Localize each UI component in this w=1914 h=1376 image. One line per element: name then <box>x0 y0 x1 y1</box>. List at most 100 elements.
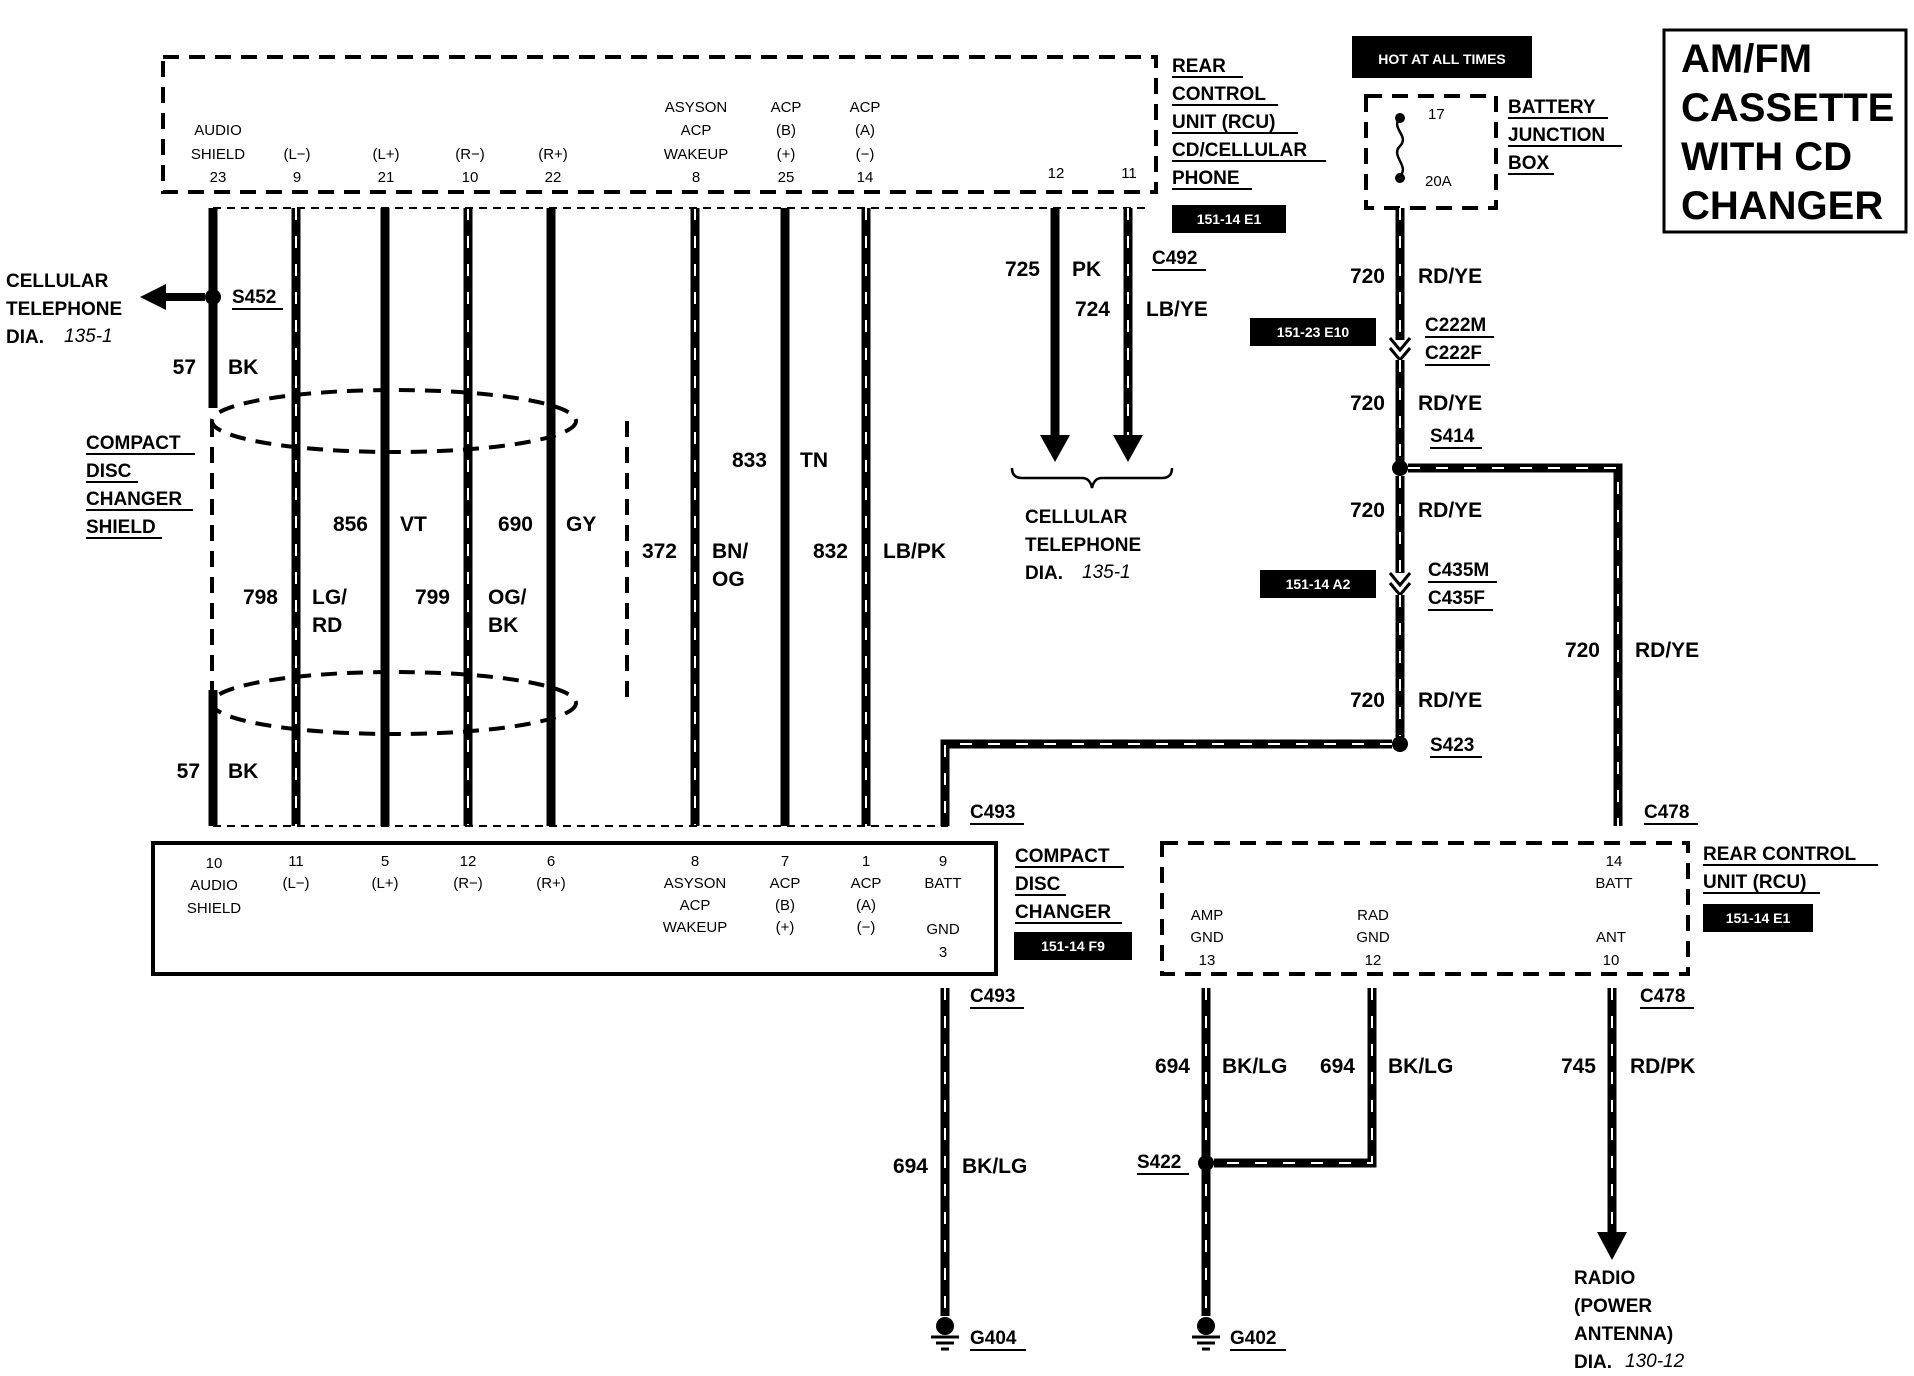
radio-line-4: DIA. <box>1574 1352 1612 1373</box>
hot-label: HOT AT ALL TIMES <box>1378 51 1506 67</box>
arrow-724-icon <box>1113 435 1143 462</box>
cdc-pin9-label: BATT <box>924 875 961 892</box>
w720a-circuit: 720 <box>1350 265 1385 288</box>
cdc-ref: 151-14 F9 <box>1041 938 1105 954</box>
battery-junction-box: HOT AT ALL TIMES 17 20A BATTERY JUNCTION… <box>1352 36 1622 210</box>
s423-label: S423 <box>1430 735 1474 756</box>
w856-color: VT <box>400 513 427 536</box>
cellular-bottom-line-3: DIA. <box>1025 563 1063 584</box>
w725-color: PK <box>1072 258 1101 281</box>
rcu-bottom-pin14-num: 14 <box>1606 853 1623 870</box>
rcu-bottom-module: REAR CONTROL UNIT (RCU) 151-14 E1 AMP GN… <box>1160 841 1878 976</box>
w725-circuit: 725 <box>1005 258 1040 281</box>
w57b-circuit: 57 <box>177 760 200 783</box>
shield-top-ellipse <box>210 388 578 454</box>
c435f-label: C435F <box>1428 588 1485 609</box>
w832-color: LB/PK <box>883 540 946 563</box>
rcu-top-pin9-label: (L−) <box>283 146 310 163</box>
cdc-pin11-label: (L−) <box>282 875 309 892</box>
cdc-pin11-num: 11 <box>288 853 304 870</box>
shield-label-3: CHANGER <box>86 489 182 510</box>
cdc-pin7-label-2: (B) <box>775 897 795 914</box>
c478-bottom-label: C478 <box>1640 986 1685 1007</box>
cdc-pin10-num: 10 <box>206 855 223 872</box>
cdc-label-3: CHANGER <box>1015 902 1111 923</box>
cdc-pin12-num: 12 <box>460 853 477 870</box>
rcu-top-label-5: PHONE <box>1172 168 1240 189</box>
rcu-top-pin23-label-2: SHIELD <box>191 146 245 163</box>
rcu-top-pin14-label-2: (A) <box>855 122 875 139</box>
s414-splice <box>1392 460 1408 476</box>
rcu-top-pin22-label: (R+) <box>538 146 568 163</box>
c222m-label: C222M <box>1425 315 1486 336</box>
radio-line-2: (POWER <box>1574 1296 1652 1317</box>
w798-circuit: 798 <box>243 586 278 609</box>
cdc-pin7-num: 7 <box>781 853 789 870</box>
w798-color-2: RD <box>312 614 342 637</box>
bjb-label-2: JUNCTION <box>1508 125 1605 146</box>
rcu-top-label-4: CD/CELLULAR <box>1172 140 1307 161</box>
w372-circuit: 372 <box>642 540 677 563</box>
c492-label: C492 <box>1152 248 1197 269</box>
c222-connector-icon <box>1388 337 1412 353</box>
w720d-color: RD/YE <box>1418 689 1482 712</box>
cd-changer-shield: COMPACT DISC CHANGER SHIELD <box>86 388 629 736</box>
g402-label: G402 <box>1230 1328 1276 1349</box>
g404-label: G404 <box>970 1328 1017 1349</box>
antenna-feed: C478 745 RD/PK RADIO (POWER ANTENNA) DIA… <box>1561 986 1695 1373</box>
rcu-top-pin14-num: 14 <box>857 169 874 186</box>
rcu-bottom-ref: 151-14 E1 <box>1726 910 1791 926</box>
arrow-725-icon <box>1040 435 1070 462</box>
fuse-icon <box>1395 117 1405 177</box>
antenna-arrow-icon <box>1597 1232 1627 1260</box>
cdc-pin10-label-1: AUDIO <box>190 877 238 894</box>
c478-top-label: C478 <box>1644 802 1689 823</box>
shield-label-1: COMPACT <box>86 433 181 454</box>
bjb-label-1: BATTERY <box>1508 97 1596 118</box>
c435-ref-badge <box>1260 570 1376 598</box>
w833-circuit: 833 <box>732 449 767 472</box>
cdc-label-1: COMPACT <box>1015 846 1110 867</box>
w720b-color: RD/YE <box>1418 392 1482 415</box>
w832-circuit: 832 <box>813 540 848 563</box>
cdc-gnd-num: 3 <box>939 944 947 961</box>
c222-ref-badge <box>1250 318 1376 346</box>
w694c-color: BK/LG <box>1388 1055 1453 1078</box>
w799-circuit: 799 <box>415 586 450 609</box>
title-frame <box>1662 28 1908 234</box>
cellular-wires: 725 PK 724 LB/YE C492 CELLULAR TELEPHONE… <box>1005 208 1208 584</box>
rcu-top-pin12-num: 12 <box>1048 165 1065 182</box>
w799-color-2: BK <box>488 614 518 637</box>
cdc-pin10-label-2: SHIELD <box>187 900 241 917</box>
bjb-label-3: BOX <box>1508 153 1550 174</box>
w57a-color: BK <box>228 356 258 379</box>
rcu-top-pin14-label-3: (−) <box>856 146 875 163</box>
rcu-top-ref: 151-14 E1 <box>1197 211 1262 227</box>
cdc-pin5-num: 5 <box>381 853 389 870</box>
rcu-top-pin8-num: 8 <box>692 169 700 186</box>
shield-label-4: SHIELD <box>86 517 156 538</box>
cdc-pin7-label-1: ACP <box>770 875 801 892</box>
rcu-top-pin10-num: 10 <box>462 169 479 186</box>
cdc-pin6-num: 6 <box>547 853 555 870</box>
w856-circuit: 856 <box>333 513 368 536</box>
wire-bundle <box>208 207 1150 827</box>
w694c-circuit: 694 <box>1320 1055 1355 1078</box>
w57b-color: BK <box>228 760 258 783</box>
w798-color-1: LG/ <box>312 586 347 609</box>
power-feed: 720 RD/YE 151-23 E10 C222M C222F 720 RD/… <box>940 208 1699 826</box>
rcu-top-pin8-label-3: WAKEUP <box>664 146 728 163</box>
cellular-left-line-2: TELEPHONE <box>6 299 122 320</box>
rcu-top-pin14-label-1: ACP <box>850 99 881 116</box>
w745-circuit: 745 <box>1561 1055 1596 1078</box>
rcu-bottom-pin14-label: BATT <box>1595 875 1632 892</box>
w720c-circuit: 720 <box>1350 499 1385 522</box>
title-line-3: WITH CD <box>1681 135 1852 179</box>
radio-line-1: RADIO <box>1574 1268 1635 1289</box>
s452-label: S452 <box>232 287 276 308</box>
rcu-bottom-label-1: REAR CONTROL <box>1703 844 1856 865</box>
cellular-bottom-ref: 135-1 <box>1082 562 1131 583</box>
w720c-color: RD/YE <box>1418 499 1482 522</box>
radio-ref: 130-12 <box>1625 1351 1685 1372</box>
cd-changer-module: COMPACT DISC CHANGER 151-14 F9 10 AUDIO … <box>151 841 1132 976</box>
